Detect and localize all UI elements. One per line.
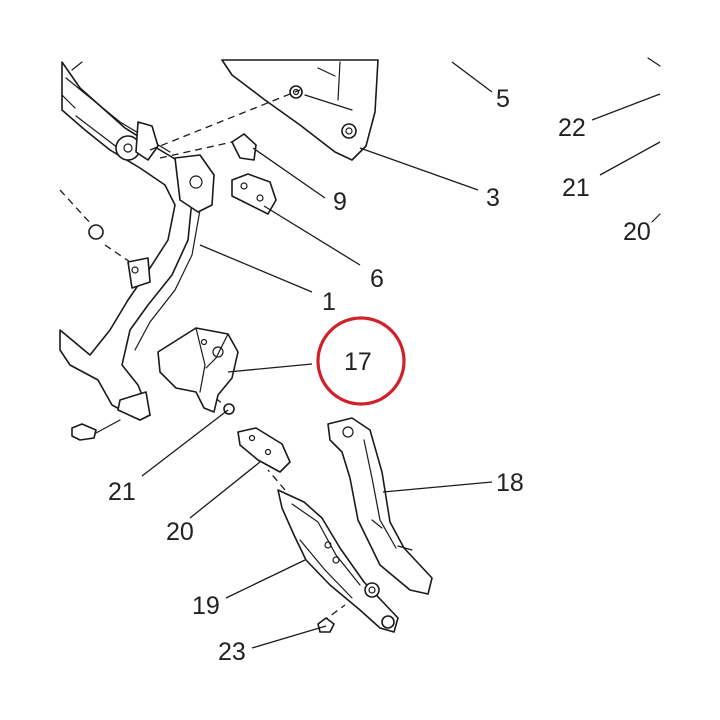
part-17-bracket — [157, 327, 239, 413]
label-21-right: 21 — [562, 174, 590, 202]
label-23: 23 — [218, 638, 246, 666]
label-3: 3 — [486, 184, 500, 212]
label-19: 19 — [192, 592, 220, 620]
label-20-left: 20 — [166, 518, 194, 546]
label-21-left: 21 — [108, 478, 136, 506]
label-6: 6 — [370, 265, 384, 293]
part-3-bracket-plate — [221, 59, 379, 161]
part-1-frame — [59, 61, 215, 421]
label-22: 22 — [558, 114, 586, 142]
part-6-plate — [231, 173, 277, 215]
highlight-circle — [316, 316, 406, 406]
label-20-right: 20 — [623, 218, 651, 246]
label-1: 1 — [322, 288, 336, 316]
label-17: 17 — [344, 348, 372, 376]
part-9-clip — [231, 133, 257, 161]
callout-labels: 5 22 21 3 9 20 6 1 17 18 21 20 19 23 — [108, 85, 651, 666]
part-19-pedal-arm — [277, 489, 399, 633]
part-23-screw — [317, 617, 335, 633]
part-20-pad — [237, 427, 291, 473]
bolt-lower-left — [71, 419, 121, 441]
part-18-lever — [327, 417, 433, 595]
label-18: 18 — [496, 469, 524, 497]
leader-lines — [141, 61, 661, 649]
label-9: 9 — [333, 188, 347, 216]
label-5: 5 — [496, 85, 510, 113]
right-edge-fragments — [647, 57, 661, 223]
